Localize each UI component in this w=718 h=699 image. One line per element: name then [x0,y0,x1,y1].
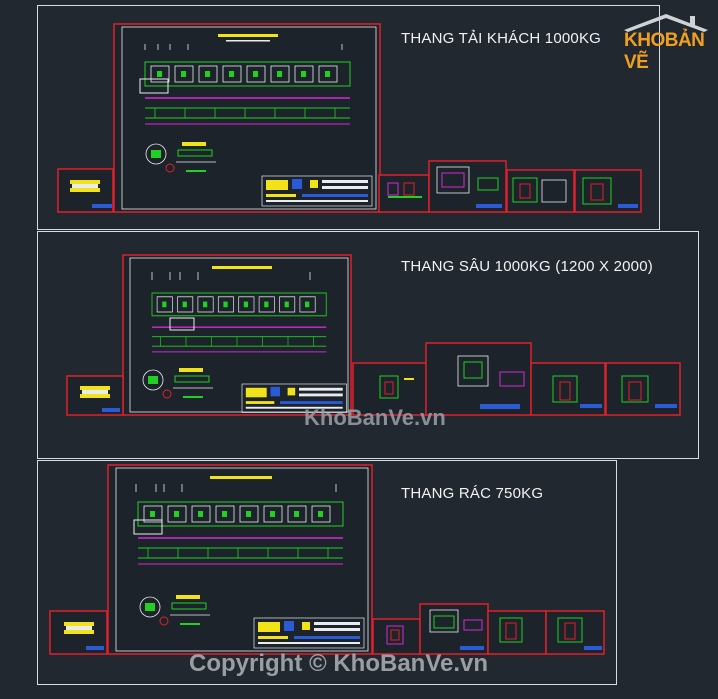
section-title-2: THANG SÂU 1000KG (1200 X 2000) [401,258,653,275]
sheet-3-small-2 [419,603,489,655]
sheet-2-small-2 [425,342,532,416]
sheet-1-small-3 [506,169,575,213]
section-panel-1 [37,5,660,230]
site-logo: KHOBẢN VẼ [620,8,712,73]
sheet-3-small-1 [372,618,421,655]
section-title-1: THANG TẢI KHÁCH 1000KG [401,30,602,47]
watermark-center: KhoBanVe.vn [304,405,446,430]
sheet-3-small-3 [487,610,547,655]
sheet-2-small-1 [352,362,428,416]
section-panel-3 [37,460,617,685]
house-icon [624,14,708,32]
section-panel-2 [37,231,699,459]
section-title-3: THANG RÁC 750KG [401,485,544,502]
sheet-2-main [122,254,352,416]
logo-text-a: KHO [624,30,665,51]
logo-text-b: BẢN VẼ [624,30,705,73]
sheet-3-main [107,464,373,655]
watermark-copyright: Copyright © KhoBanVe.vn [189,650,489,677]
